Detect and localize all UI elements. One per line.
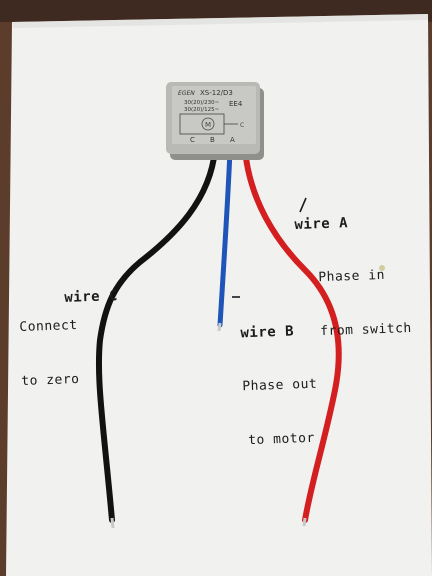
wire-c-tip xyxy=(110,517,115,529)
wire-b-annotation: wire B Phase out to motor xyxy=(239,286,320,469)
paper-shadow xyxy=(12,14,428,28)
wire-a-tip xyxy=(302,517,307,527)
terminal-label-a: A xyxy=(230,136,235,144)
module-rating-1: 30(20)/230~ xyxy=(184,100,220,106)
wire-a-title: wire A xyxy=(294,215,349,234)
paper-stain xyxy=(379,265,385,271)
module-brand: EGEN xyxy=(178,90,195,97)
wire-b-tip xyxy=(217,322,222,332)
wire-c-line-2: to zero xyxy=(20,371,80,389)
terminal-label-b: B xyxy=(210,136,215,144)
wire-c-black xyxy=(95,147,218,523)
wire-b-line-2: to motor xyxy=(247,430,316,449)
wire-a-pointer-stroke xyxy=(299,197,307,213)
wire-c-annotation: Connect to zero xyxy=(18,281,81,409)
motor-symbol-icon xyxy=(201,117,215,131)
module-label-area xyxy=(172,86,256,144)
wire-c-line-1: Connect xyxy=(19,317,78,336)
module-model: XS-12/D3 xyxy=(200,89,233,97)
terminal-label-c: C xyxy=(190,136,195,144)
module-code: EE4 xyxy=(229,100,243,108)
soft-start-module: EGEN XS-12/D3 30(20)/230~ 30(20)/125~ EE… xyxy=(166,82,264,160)
module-rating-2: 30(20)/125~ xyxy=(184,107,220,113)
wire-b-blue xyxy=(217,147,233,328)
module-side-mark: C xyxy=(240,122,244,129)
wire-b-line-1: Phase out xyxy=(242,376,318,395)
motor-symbol-letter: M xyxy=(205,121,211,129)
wire-a-line-1: Phase in xyxy=(318,267,386,286)
wire-b-title: wire B xyxy=(240,323,295,342)
wire-a-red xyxy=(242,147,342,523)
